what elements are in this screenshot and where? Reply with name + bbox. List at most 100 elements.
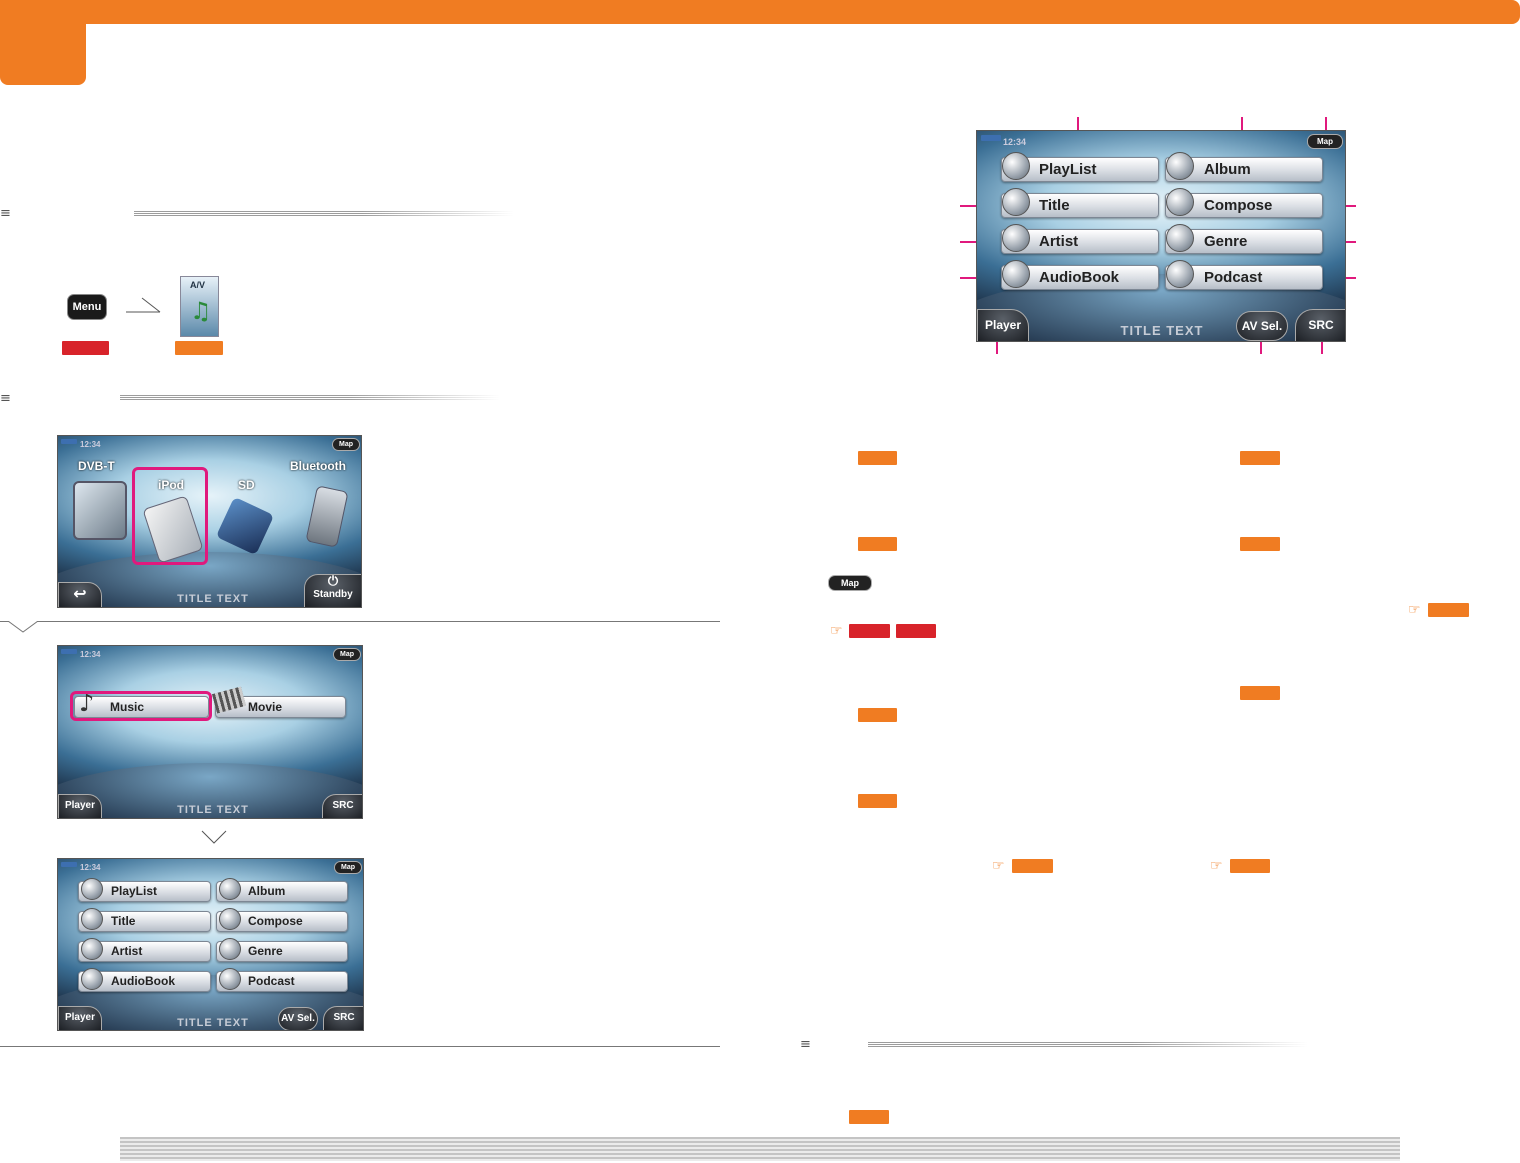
map-icon: Map (828, 575, 872, 591)
clock: 12:34 (80, 650, 101, 659)
movie-button[interactable]: Movie (211, 686, 346, 718)
source-label-sd: SD (238, 478, 255, 492)
section-menu-icon: ≡ (0, 391, 11, 406)
av-tile[interactable]: A/V ♫ (180, 276, 219, 337)
artist-label: Artist (111, 944, 143, 958)
battery-icon (981, 135, 1001, 141)
ref-tag (858, 537, 897, 551)
power-icon: ⏻ (327, 574, 339, 589)
music-button[interactable]: ♪ Music (74, 689, 209, 718)
source-label-dvbt: DVB-T (78, 459, 115, 473)
sd-card-icon[interactable] (215, 496, 275, 556)
title-label: Title (1039, 197, 1070, 214)
reference-hand-icon: ☞ (1210, 858, 1223, 874)
tv-icon[interactable] (73, 481, 127, 540)
src-button[interactable]: SRC (323, 1006, 363, 1030)
book-icon (1002, 260, 1030, 288)
playlist-label: PlayList (1039, 161, 1097, 178)
title-button[interactable]: Title (1001, 188, 1159, 218)
pen-icon (219, 908, 241, 930)
reference-hand-icon: ☞ (992, 858, 1005, 874)
artist-button[interactable]: Artist (1001, 224, 1159, 254)
cd-icon (219, 878, 241, 900)
title-text: TITLE TEXT (177, 804, 249, 816)
player-button[interactable]: Player (58, 794, 102, 818)
font-icon (1002, 188, 1030, 216)
section-menu-icon: ≡ (0, 206, 11, 221)
audiobook-button[interactable]: AudioBook (1001, 260, 1159, 290)
menu-button[interactable]: Menu (67, 294, 107, 320)
genre-button[interactable]: Genre (216, 938, 348, 962)
podcast-button[interactable]: Podcast (1165, 260, 1323, 290)
genre-label: Genre (1204, 233, 1248, 250)
clock: 12:34 (1003, 137, 1027, 147)
down-chevron-icon (201, 830, 227, 844)
album-label: Album (1204, 161, 1251, 178)
clock: 12:34 (80, 863, 101, 872)
map-button[interactable]: Map (334, 861, 362, 874)
compose-button[interactable]: Compose (216, 908, 348, 932)
source-label-bluetooth: Bluetooth (290, 459, 346, 473)
map-button[interactable]: Map (333, 648, 361, 661)
reference-hand-icon: ☞ (830, 623, 843, 639)
title-text: TITLE TEXT (177, 593, 249, 605)
music-note-icon: ♫ (190, 297, 212, 325)
album-button[interactable]: Album (1165, 152, 1323, 182)
playlist-icon (1002, 152, 1030, 180)
title-label: Title (111, 914, 136, 928)
src-button[interactable]: SRC (322, 794, 362, 818)
music-note-icon: ♪ (79, 689, 95, 717)
playlist-button[interactable]: PlayList (78, 878, 211, 902)
ref-tag (896, 624, 936, 638)
back-arrow-icon: ↩ (73, 584, 87, 603)
ref-tag (1230, 859, 1270, 873)
map-label: Map (340, 651, 354, 658)
av-sel-button[interactable]: AV Sel. (1236, 311, 1288, 341)
album-label: Album (248, 884, 286, 898)
ref-tag (1240, 686, 1280, 700)
callout-line (996, 338, 998, 354)
map-button[interactable]: Map (332, 438, 360, 451)
section-menu-icon: ≡ (800, 1037, 811, 1052)
header-bar (0, 0, 1520, 24)
av-sel-button[interactable]: AV Sel. (278, 1007, 318, 1030)
source-label-ipod: iPod (158, 478, 184, 492)
source-select-screen: 12:34 Map DVB-T iPod SD Bluetooth ↩ TITL… (57, 435, 362, 608)
callout-line (1260, 338, 1262, 354)
audiobook-label: AudioBook (111, 974, 175, 988)
title-button[interactable]: Title (78, 908, 211, 932)
title-text: TITLE TEXT (177, 1017, 249, 1029)
battery-icon (61, 862, 77, 867)
artist-label: Artist (1039, 233, 1079, 250)
ref-tag (1240, 451, 1280, 465)
ref-tag (849, 624, 890, 638)
artist-button[interactable]: Artist (78, 938, 211, 962)
podcast-label: Podcast (1204, 269, 1263, 286)
guitar-icon (1166, 224, 1194, 252)
audiobook-button[interactable]: AudioBook (78, 968, 211, 992)
src-button[interactable]: SRC (1295, 309, 1345, 341)
ref-tag (1428, 603, 1469, 617)
person-icon (81, 938, 103, 960)
player-button[interactable]: Player (58, 1006, 102, 1030)
map-icon-label: Map (841, 578, 859, 588)
podcast-button[interactable]: Podcast (216, 968, 348, 992)
genre-button[interactable]: Genre (1165, 224, 1323, 254)
section-divider (868, 1042, 1308, 1048)
divider-line (0, 621, 720, 622)
title-text: TITLE TEXT (1120, 323, 1204, 338)
player-button[interactable]: Player (977, 309, 1029, 341)
map-button[interactable]: Map (1307, 134, 1343, 149)
album-button[interactable]: Album (216, 878, 348, 902)
standby-button[interactable]: ⏻ Standby (304, 574, 361, 607)
footer-stripe (120, 1137, 1400, 1161)
compose-button[interactable]: Compose (1165, 188, 1323, 218)
font-icon (81, 908, 103, 930)
arrow-icon (126, 297, 161, 313)
playlist-button[interactable]: PlayList (1001, 152, 1159, 182)
map-label: Map (339, 441, 353, 448)
phone-icon[interactable] (305, 485, 349, 548)
movie-label: Movie (248, 700, 283, 714)
back-button[interactable]: ↩ (58, 582, 102, 607)
ref-tag (858, 794, 897, 808)
